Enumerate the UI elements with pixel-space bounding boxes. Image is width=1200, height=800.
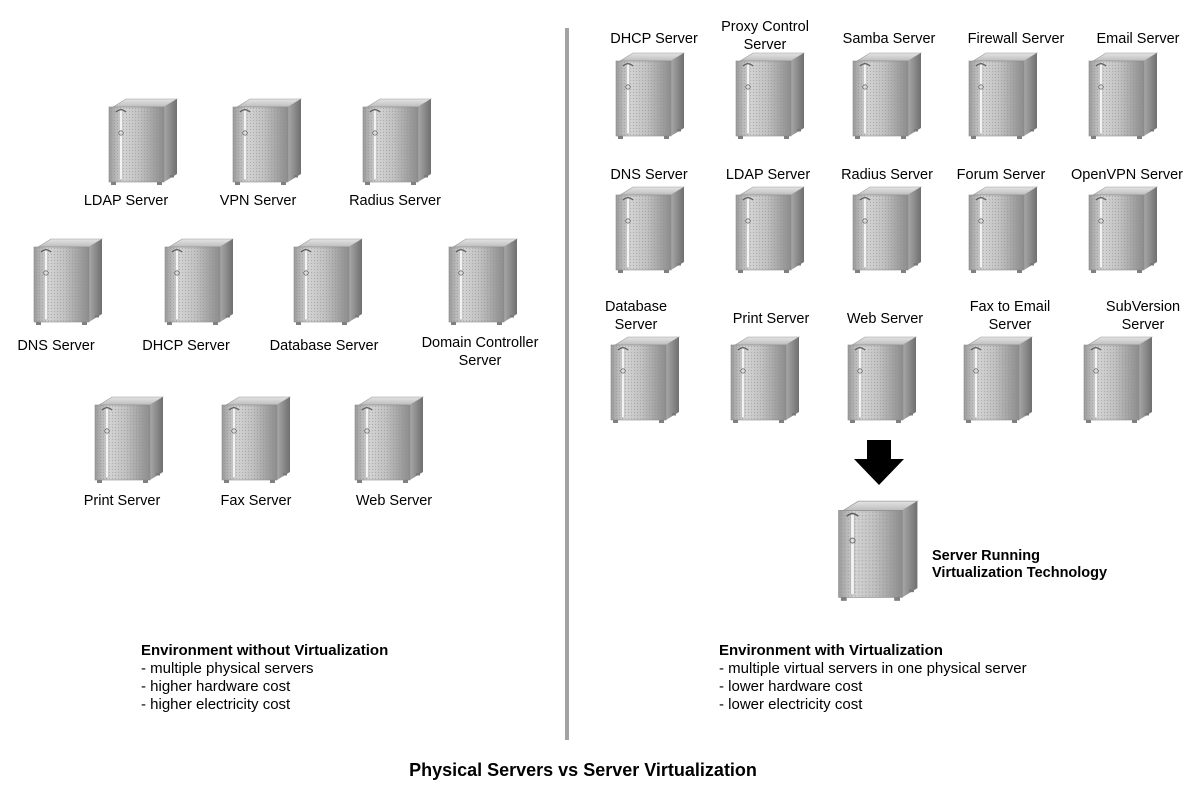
env-point: - higher electricity cost [141, 696, 291, 713]
server-tower-icon [734, 52, 806, 140]
server-label: Forum Server [956, 167, 1046, 183]
env-with-virtualization: Environment with Virtualization - multip… [719, 642, 1027, 714]
server-tower-icon [231, 98, 303, 186]
server-tower-icon [614, 52, 686, 140]
server-label: LDAP Server [83, 193, 169, 209]
server-tower-icon [851, 52, 923, 140]
server-tower-icon [614, 186, 686, 274]
server-label: Fax Server [220, 493, 292, 509]
server-tower-icon [1087, 186, 1159, 274]
env-point: - lower hardware cost [719, 678, 863, 695]
env-point: - multiple virtual servers in one physic… [719, 660, 1027, 677]
server-tower-icon [220, 396, 292, 484]
server-label: Database Server [269, 338, 379, 354]
server-label: DNS Server [610, 167, 688, 183]
server-tower-icon [361, 98, 433, 186]
server-label: DHCP Server [142, 338, 230, 354]
server-label: Samba Server [842, 31, 936, 47]
server-tower-icon [93, 396, 165, 484]
server-tower-icon [851, 186, 923, 274]
server-label: Fax to Email Server [969, 299, 1051, 333]
server-tower-icon [967, 52, 1039, 140]
server-label: Proxy Control Server [721, 19, 809, 53]
server-tower-icon [609, 336, 681, 424]
env-point: - lower electricity cost [719, 696, 863, 713]
env-heading: Environment with Virtualization [719, 642, 943, 659]
server-tower-icon [292, 238, 364, 326]
env-point: - multiple physical servers [141, 660, 314, 677]
virtualization-host-label: Server Running Virtualization Technology [932, 548, 1108, 581]
server-tower-icon [1082, 336, 1154, 424]
env-point: - higher hardware cost [141, 678, 291, 695]
server-tower-icon [729, 336, 801, 424]
server-label: Web Server [355, 493, 433, 509]
server-label: Firewall Server [967, 31, 1065, 47]
server-tower-icon [447, 238, 519, 326]
server-label: SubVersion Server [1105, 299, 1181, 333]
server-tower-icon [107, 98, 179, 186]
server-tower-icon [734, 186, 806, 274]
server-label: Web Server [846, 311, 924, 327]
server-label: OpenVPN Server [1070, 167, 1184, 183]
diagram-title: Physical Servers vs Server Virtualizatio… [409, 760, 757, 780]
server-tower-icon [846, 336, 918, 424]
server-label: DNS Server [17, 338, 95, 354]
section-divider [565, 28, 569, 740]
server-tower-icon [1087, 52, 1159, 140]
server-tower-icon [962, 336, 1034, 424]
server-label: Domain Controller Server [421, 335, 539, 369]
server-label: Print Server [732, 311, 810, 327]
server-label: LDAP Server [725, 167, 811, 183]
server-tower-icon [163, 238, 235, 326]
server-label: Email Server [1096, 31, 1180, 47]
server-label: VPN Server [219, 193, 297, 209]
server-label: Radius Server [841, 167, 933, 183]
server-label: Print Server [83, 493, 161, 509]
server-label: DHCP Server [610, 31, 698, 47]
server-label: Database Server [604, 299, 668, 333]
env-heading: Environment without Virtualization [141, 642, 389, 659]
down-arrow-icon [854, 440, 904, 485]
server-label: Radius Server [349, 193, 441, 209]
server-tower-icon [353, 396, 425, 484]
server-tower-icon [32, 238, 104, 326]
env-without-virtualization: Environment without Virtualization - mul… [141, 642, 388, 714]
server-tower-icon [836, 500, 920, 602]
server-tower-icon [967, 186, 1039, 274]
